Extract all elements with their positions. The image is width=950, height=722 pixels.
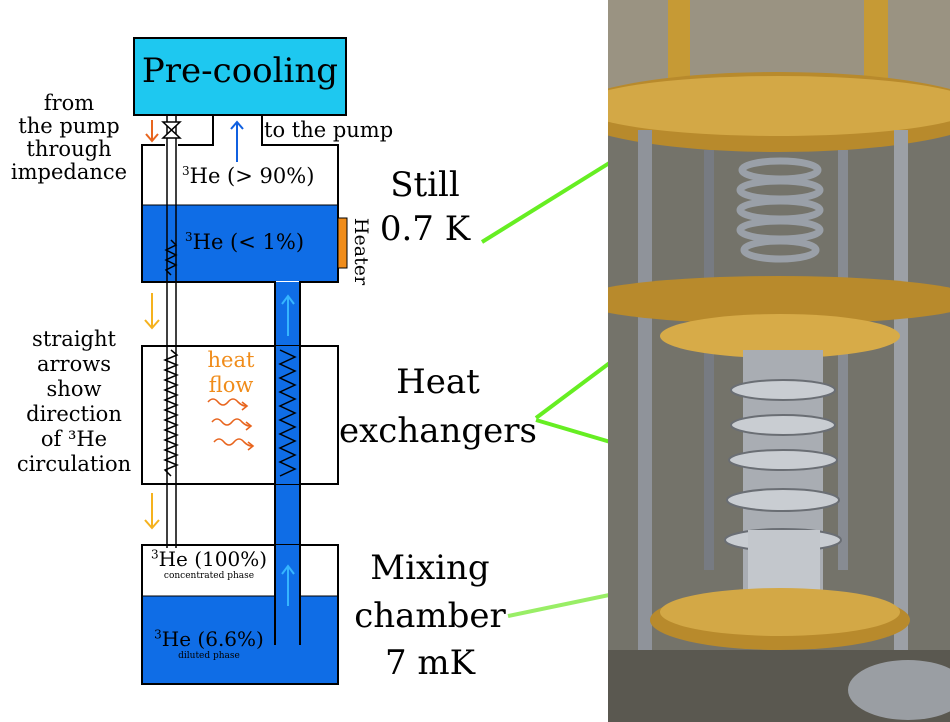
mixing-chamber-title: Mixing chamber 7 mK — [354, 548, 506, 684]
precooling-label: Pre-cooling — [141, 51, 339, 91]
arrow-from-pump — [145, 120, 159, 143]
heater-label: Heater — [349, 217, 372, 286]
arrow-up-return-1 — [281, 294, 295, 336]
heater-block — [337, 217, 348, 269]
arrows-note: straight arrows show direction of ³He ci… — [16, 327, 132, 476]
zigzag-2 — [163, 349, 179, 477]
impedance-valve — [161, 121, 182, 139]
still-title: Still 0.7 K — [379, 165, 471, 250]
to-pump-label: to the pump — [264, 118, 394, 142]
heat-flow-label: heat flow — [207, 348, 255, 398]
heat-flow-arrows — [207, 398, 255, 451]
mc-diluted-label: 3He (6.6%) diluted phase — [154, 627, 264, 661]
arrow-down-2 — [144, 493, 160, 530]
cryostat-photo — [608, 0, 950, 722]
precooling-box — [133, 37, 347, 116]
zigzag-1 — [164, 239, 178, 276]
mc-diluted-phase — [143, 596, 337, 683]
arrow-up-return-2 — [281, 564, 295, 606]
from-pump-note: from the pump through impedance — [10, 91, 128, 185]
arrow-to-pump — [230, 120, 244, 162]
heat-exchanger-box — [141, 345, 339, 485]
still-liquid-label: 3He (< 1%) — [185, 230, 305, 254]
zigzag-3 — [278, 349, 297, 477]
cryostat-photo-drawing — [608, 0, 950, 722]
heat-exchangers-title: Heat exchangers — [339, 362, 537, 452]
arrow-down-1 — [144, 293, 160, 330]
mc-concentrated-label: 3He (100%) concentrated phase — [150, 547, 268, 581]
still-vapor-label: 3He (> 90%) — [182, 164, 315, 188]
still-outline — [141, 114, 339, 621]
